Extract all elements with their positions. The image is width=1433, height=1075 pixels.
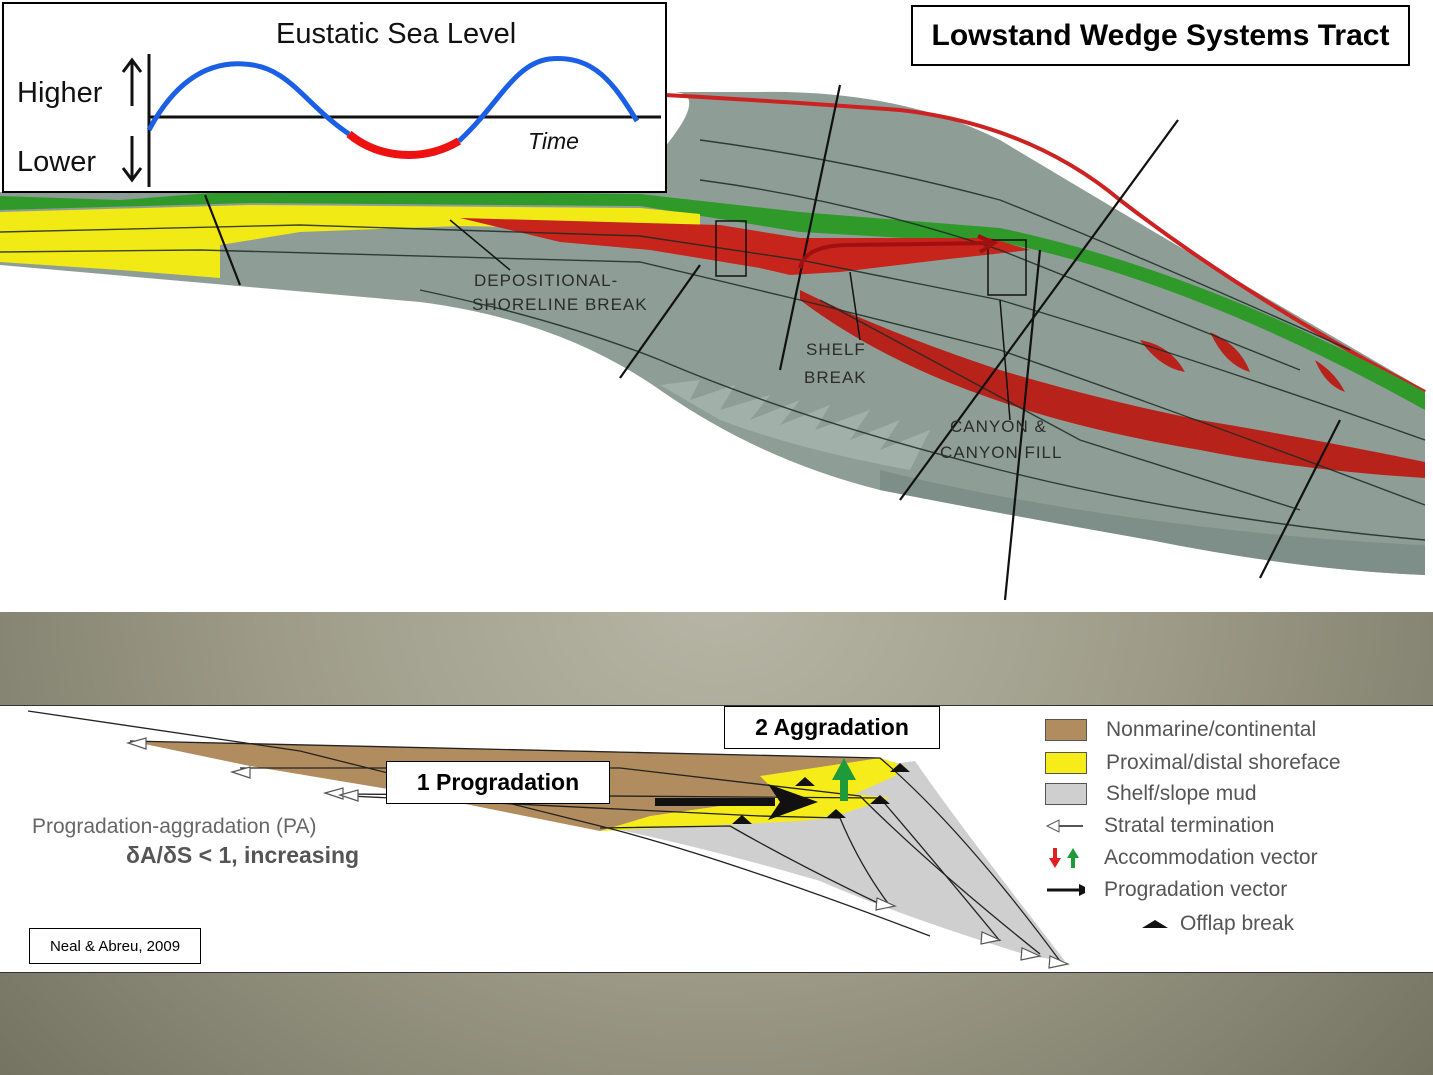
ratio-label: δA/δS < 1, increasing: [126, 842, 359, 868]
hollow-arrow-icon: [1045, 818, 1085, 834]
lowstand-wedge: [460, 218, 1030, 275]
triangle-icon: [1140, 918, 1170, 930]
depositional-break-label-1: DEPOSITIONAL-: [474, 271, 618, 290]
canyon-label-1: CANYON &: [950, 417, 1047, 436]
time-label: Time: [528, 128, 579, 154]
down-arrow-icon: [121, 136, 143, 183]
reference-citation: Neal & Abreu, 2009: [29, 928, 201, 964]
legend-label: Offlap break: [1180, 912, 1295, 935]
stratal-termination-markers: [125, 737, 1070, 969]
lower-label: Lower: [17, 146, 96, 178]
black-arrow-icon: [1045, 882, 1085, 898]
legend-item-stratal-termination: Stratal termination: [1045, 812, 1274, 840]
progradation-path-arrowhead: [977, 234, 999, 254]
progradation-path-arrow: [798, 241, 991, 269]
label-leader-2: [849, 271, 861, 341]
legend-item-progradation-vector: Progradation vector: [1045, 876, 1287, 904]
vector-arrows-icon: [1045, 846, 1085, 870]
legend-item-shoreface: Proximal/distal shoreface: [1045, 749, 1341, 777]
legend-item-accommodation: Accommodation vector: [1045, 844, 1318, 872]
canyon-pod-1: [1140, 340, 1185, 372]
progradation-callout: 1 Progradation: [386, 761, 610, 804]
sea-level-curve-lowstand: [346, 130, 462, 159]
mud-swatch: [1045, 783, 1087, 805]
legend-label: Nonmarine/continental: [1106, 718, 1317, 741]
legend-label: Stratal termination: [1104, 814, 1275, 837]
legend-item-mud: Shelf/slope mud: [1045, 780, 1257, 808]
legend-label: Progradation vector: [1104, 878, 1288, 901]
legend-label: Shelf/slope mud: [1106, 782, 1257, 805]
slope-lower-band: [880, 470, 1425, 575]
nonmarine-swatch: [1045, 719, 1087, 741]
pattern-name: Progradation-aggradation (PA): [32, 815, 316, 838]
inset-heading: Eustatic Sea Level: [276, 18, 516, 50]
sea-level-curve-chart: Eustatic Sea Level Higher Lower Time: [17, 18, 661, 187]
progradation-vector-arrow: [655, 784, 818, 820]
sea-level-curve: [146, 61, 351, 137]
label-leader-1: [449, 219, 511, 271]
shoreline-break-marker: [715, 220, 747, 277]
shoreface-layer: [600, 758, 905, 831]
legend-item-offlap: Offlap break: [1140, 910, 1294, 938]
legend-label: Proximal/distal shoreface: [1106, 751, 1341, 774]
offlap-break-markers: [732, 763, 910, 824]
shelf-break-marker: [987, 239, 1027, 296]
cross-section-diagram: DEPOSITIONAL- SHORELINE BREAK SHELF BREA…: [0, 84, 1426, 601]
stacking-pattern-panel: Progradation-aggradation (PA) δA/δS < 1,…: [0, 705, 1433, 973]
green-layer: [0, 190, 1425, 410]
legend-label: Accommodation vector: [1104, 846, 1318, 869]
slope-lower-serrated: [660, 380, 930, 470]
upper-boundary-line: [664, 93, 1426, 394]
stacking-strata: [27, 710, 1061, 962]
legend-item-nonmarine: Nonmarine/continental: [1045, 716, 1316, 744]
diagram-title: Lowstand Wedge Systems Tract: [911, 5, 1410, 66]
aggradation-callout: 2 Aggradation: [724, 706, 940, 749]
canyon-fill: [800, 290, 1425, 478]
canyon-pod-3: [1315, 360, 1345, 392]
cross-section-panel: DEPOSITIONAL- SHORELINE BREAK SHELF BREA…: [0, 84, 1426, 601]
fault-lines: [203, 84, 1341, 601]
shelf-slope-mud: [600, 761, 1065, 961]
depositional-break-label-2: SHORELINE BREAK: [472, 295, 648, 314]
sea-level-curve-rise: [457, 55, 640, 143]
shelf-break-label-1: SHELF: [806, 340, 866, 359]
label-leader-3: [999, 299, 1011, 421]
higher-label: Higher: [17, 77, 103, 109]
accommodation-vector-arrow: [832, 758, 856, 801]
canyon-label-2: CANYON FILL: [940, 443, 1062, 462]
up-arrow-icon: [121, 57, 143, 106]
canyon-pod-2: [1210, 332, 1250, 372]
shelf-break-label-2: BREAK: [804, 368, 867, 387]
sea-level-inset: Eustatic Sea Level Higher Lower Time: [2, 2, 667, 193]
shoreface-swatch: [1045, 752, 1087, 774]
